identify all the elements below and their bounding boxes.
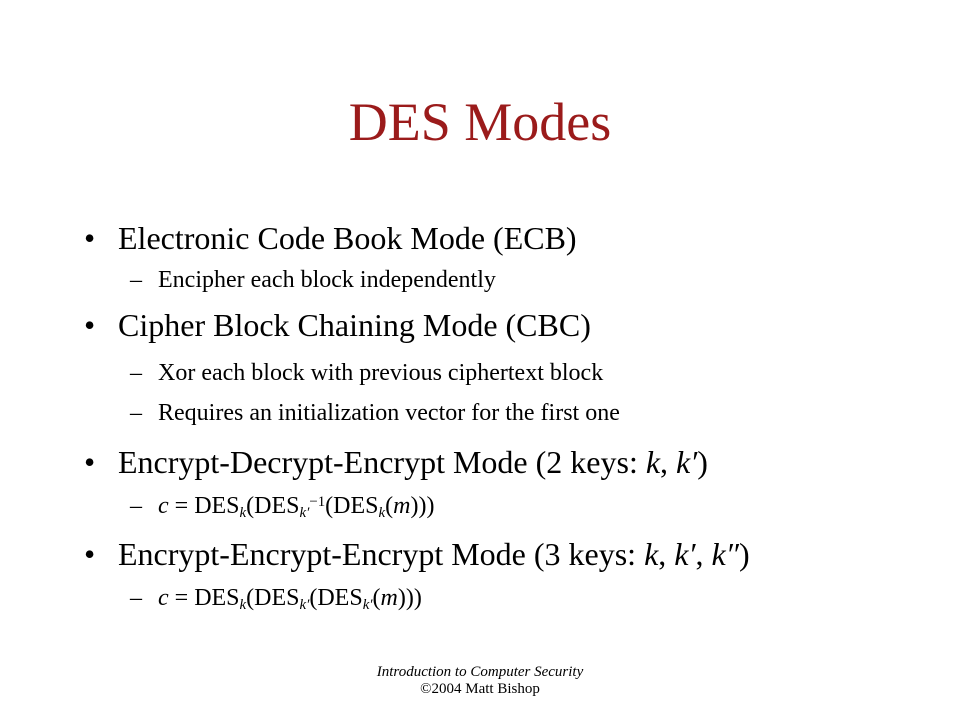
bullet-cbc: • Cipher Block Chaining Mode (CBC) bbox=[84, 309, 591, 341]
bullet-marker: • bbox=[84, 307, 96, 343]
bullet-text: Cipher Block Chaining Mode (CBC) bbox=[118, 307, 591, 343]
key-k: k bbox=[645, 444, 661, 480]
formula-subscript: k bbox=[378, 505, 386, 522]
bullet-text-end: ) bbox=[739, 536, 750, 572]
formula-m: m bbox=[393, 493, 411, 519]
formula-subscript: k′ bbox=[299, 597, 310, 614]
formula-m: m bbox=[380, 585, 398, 611]
bullet-marker: • bbox=[84, 536, 96, 572]
bullet-marker: • bbox=[84, 220, 96, 256]
key-k-prime: k′ bbox=[676, 444, 698, 480]
subitem-ecb-1: –Encipher each block independently bbox=[130, 268, 496, 292]
bullet-text: Encrypt-Encrypt-Encrypt Mode (3 keys: bbox=[118, 536, 645, 572]
subitem-cbc-1: –Xor each block with previous ciphertext… bbox=[130, 361, 603, 385]
footer-copyright: ©2004 Matt Bishop bbox=[420, 680, 540, 697]
formula-part: (DES bbox=[246, 493, 300, 519]
formula-part: (DES bbox=[325, 493, 379, 519]
slide-title: DES Modes bbox=[348, 92, 612, 152]
key-separator: , bbox=[695, 536, 712, 572]
bullet-text-end: ) bbox=[697, 444, 708, 480]
subitem-text: Requires an initialization vector for th… bbox=[158, 400, 620, 426]
formula-part: ( bbox=[385, 493, 394, 519]
subitem-text: Encipher each block independently bbox=[158, 267, 496, 293]
dash-marker: – bbox=[130, 400, 142, 426]
formula-subscript: k bbox=[239, 597, 247, 614]
formula-eee: –c = DESk(DESk′(DESk′(m))) bbox=[130, 585, 422, 614]
formula-subscript: k′ bbox=[362, 597, 373, 614]
formula-part: ))) bbox=[410, 493, 435, 519]
bullet-ecb: • Electronic Code Book Mode (ECB) bbox=[84, 222, 577, 254]
formula-part: ))) bbox=[397, 585, 422, 611]
bullet-eee: • Encrypt-Encrypt-Encrypt Mode (3 keys: k… bbox=[84, 538, 750, 570]
key-separator: , bbox=[660, 444, 677, 480]
dash-marker: – bbox=[130, 267, 142, 293]
key-separator: , bbox=[658, 536, 675, 572]
formula-c: c bbox=[158, 585, 169, 611]
dash-marker: – bbox=[130, 360, 142, 386]
formula-part: (DES bbox=[309, 585, 363, 611]
footer-course: Introduction to Computer Security bbox=[376, 664, 584, 680]
dash-marker: – bbox=[130, 493, 142, 519]
formula-part: = DES bbox=[168, 493, 240, 519]
bullet-text: Electronic Code Book Mode (ECB) bbox=[118, 220, 577, 256]
subitem-text: Xor each block with previous ciphertext … bbox=[158, 360, 604, 386]
dash-marker: – bbox=[130, 585, 142, 611]
bullet-marker: • bbox=[84, 444, 96, 480]
formula-subscript: k′ bbox=[299, 505, 310, 522]
bullet-text: Encrypt-Decrypt-Encrypt Mode (2 keys: bbox=[118, 444, 646, 480]
key-k-double-prime: k″ bbox=[711, 536, 739, 572]
slide-footer: Introduction to Computer Security ©2004 … bbox=[0, 664, 960, 697]
bullet-ede: • Encrypt-Decrypt-Encrypt Mode (2 keys: k… bbox=[84, 446, 708, 478]
formula-part: (DES bbox=[246, 585, 300, 611]
formula-superscript: −1 bbox=[309, 494, 326, 511]
formula-ede: –c = DESk(DESk′−1(DESk(m))) bbox=[130, 493, 435, 522]
formula-part: = DES bbox=[168, 585, 240, 611]
key-k: k bbox=[644, 536, 659, 572]
formula-c: c bbox=[158, 493, 169, 519]
key-k-prime: k′ bbox=[674, 536, 696, 572]
formula-part: ( bbox=[372, 585, 381, 611]
formula-subscript: k bbox=[239, 505, 247, 522]
subitem-cbc-2: –Requires an initialization vector for t… bbox=[130, 401, 620, 425]
